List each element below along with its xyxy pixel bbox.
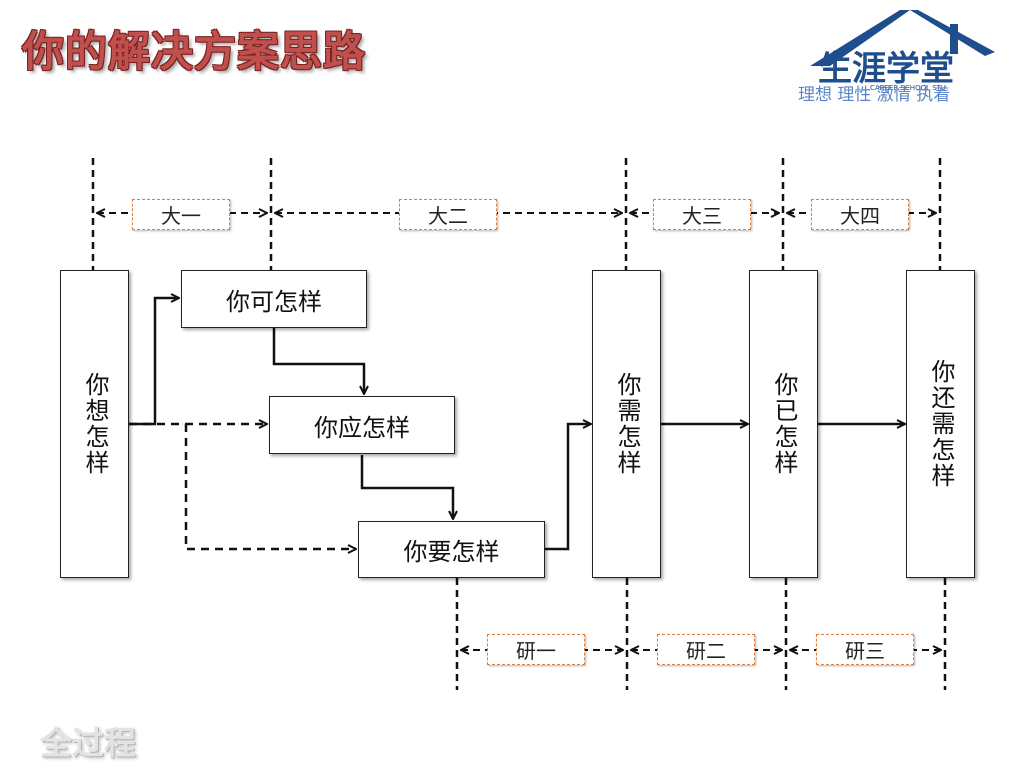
logo-roof-left (810, 10, 910, 66)
box-can: 你可怎样 (181, 270, 367, 328)
flow-want-to-can (129, 298, 179, 426)
logo-subtext: CAREER SCHOOL STU (870, 84, 946, 92)
box-still: 你还需怎样 (906, 270, 975, 578)
flow-can-to-should (272, 328, 364, 394)
logo-text: 生涯学堂 (818, 49, 954, 89)
grad-tag-2: 研二 (657, 634, 755, 665)
year-tag-1: 大一 (132, 199, 230, 230)
year-tag-2: 大二 (399, 199, 497, 230)
box-want: 你想怎样 (60, 270, 129, 578)
logo: 生涯学堂 CAREER SCHOOL STU (810, 10, 995, 92)
footer-label: 全过程 (40, 724, 137, 762)
box-must: 你要怎样 (358, 521, 545, 578)
flow-want-to-must (184, 424, 356, 549)
box-done: 你已怎样 (749, 270, 818, 578)
slide-title: 你的解决方案思路 (22, 27, 367, 76)
flow-must-to-need (545, 424, 591, 551)
slogan: 理想 理性 激情 执着 (798, 85, 951, 105)
box-should: 你应怎样 (269, 396, 455, 454)
year-tag-3: 大三 (653, 199, 751, 230)
grad-tag-1: 研一 (487, 634, 585, 665)
flow-should-to-must (360, 455, 453, 519)
grad-tag-3: 研三 (816, 634, 914, 665)
year-tag-4: 大四 (811, 199, 909, 230)
logo-chimney (950, 24, 958, 54)
box-need: 你需怎样 (592, 270, 661, 578)
